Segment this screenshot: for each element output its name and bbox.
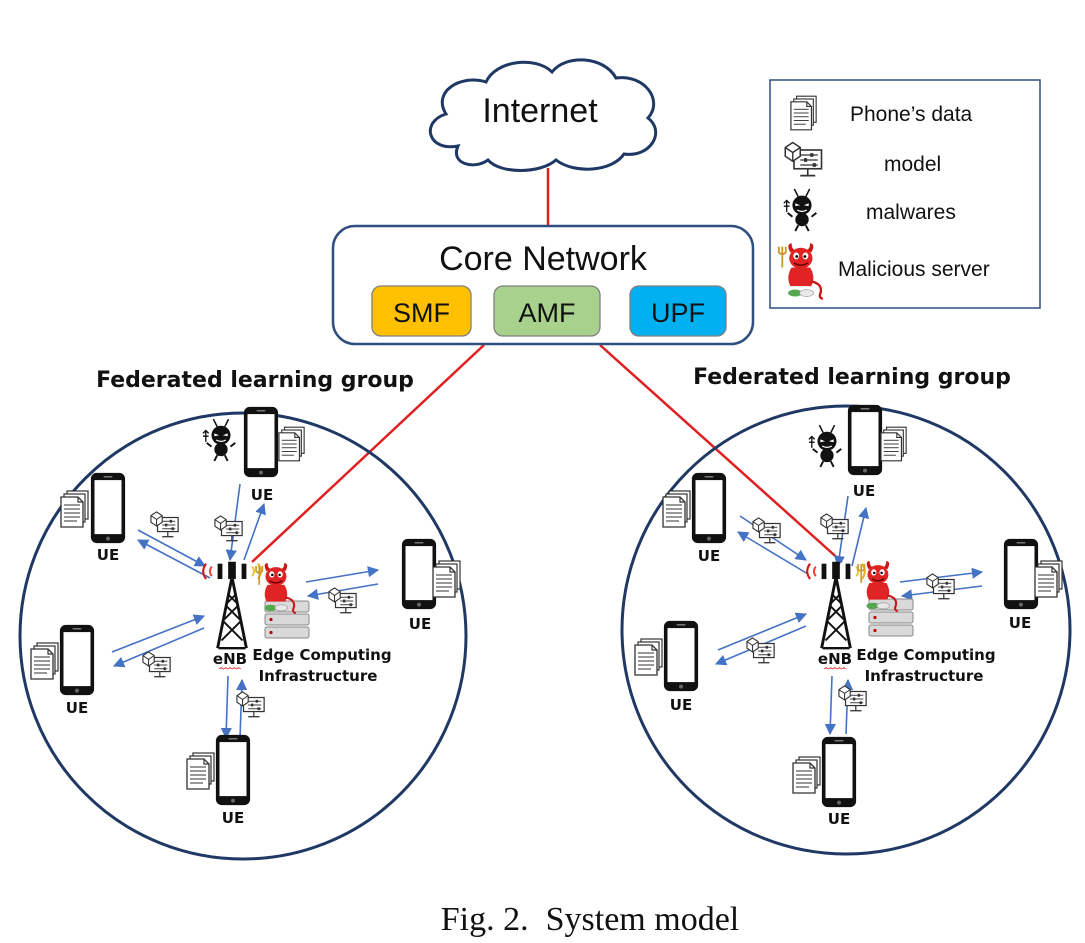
ue-label: UE <box>670 696 692 714</box>
enb-label: eNB <box>818 650 852 668</box>
core-function-amf: AMF <box>493 285 601 337</box>
phone-icon <box>401 538 437 610</box>
malware-icon <box>202 418 237 462</box>
group-boundary-right <box>620 404 1072 856</box>
fl-group-right: Federated learning group UE UE UE <box>620 365 1072 856</box>
ue-label: UE <box>1009 614 1031 632</box>
ue-label: UE <box>828 810 850 828</box>
figure-caption: Fig. 2. System model <box>441 901 739 938</box>
phone-icon <box>691 472 727 544</box>
edge-label-line2: Infrastructure <box>259 667 378 685</box>
document-icon <box>880 426 907 462</box>
base-station-icon <box>805 560 867 650</box>
document-icon <box>60 490 89 528</box>
edge-label-line1: Edge Computing <box>856 646 995 664</box>
phone-icon <box>663 620 699 692</box>
phone-icon <box>215 734 251 806</box>
document-icon <box>662 490 691 528</box>
malware-icon <box>808 424 843 468</box>
core-function-upf: UPF <box>629 285 727 337</box>
model-icon <box>214 515 243 542</box>
document-icon <box>792 756 821 794</box>
model-icon <box>838 685 867 712</box>
phone-icon <box>1003 538 1039 610</box>
core-network-title: Core Network <box>439 240 648 278</box>
ue-label: UE <box>698 547 720 565</box>
backhaul-links <box>251 168 843 563</box>
phone-icon <box>243 406 279 478</box>
phone-icon <box>90 472 126 544</box>
group-boundary-left <box>18 411 468 861</box>
legend-label-malwares: malwares <box>866 201 956 224</box>
ue-label: UE <box>853 482 875 500</box>
ue-label: UE <box>251 486 273 504</box>
document-icon <box>790 95 817 131</box>
legend-label-phone-data: Phone’s data <box>850 103 973 126</box>
upf-label: UPF <box>651 298 705 328</box>
update-arrows-left <box>111 483 380 740</box>
model-icon <box>752 517 781 544</box>
edge-label-line1: Edge Computing <box>252 646 391 664</box>
internet-label: Internet <box>482 92 598 130</box>
core-left-enb-link <box>251 344 485 563</box>
group-title-left: Federated learning group <box>96 368 414 393</box>
ue-label: UE <box>409 615 431 633</box>
document-icon <box>186 752 215 790</box>
document-icon <box>432 560 461 598</box>
core-function-smf: SMF <box>371 285 472 337</box>
phone-icon <box>821 736 857 808</box>
legend-label-model: model <box>884 153 941 176</box>
model-icon <box>820 513 849 540</box>
core-right-enb-link <box>599 344 843 563</box>
ue-label: UE <box>222 809 244 827</box>
model-icon <box>328 587 357 614</box>
smf-label: SMF <box>393 298 450 328</box>
legend-label-malicious-server: Malicious server <box>838 258 990 281</box>
amf-label: AMF <box>519 298 576 328</box>
model-icon <box>142 651 171 678</box>
enb-label: eNB <box>213 650 247 668</box>
document-icon <box>1034 560 1063 598</box>
document-icon <box>634 638 663 676</box>
ue-label: UE <box>97 546 119 564</box>
document-icon <box>278 426 305 462</box>
internet-cloud: Internet <box>428 58 658 172</box>
ue-label: UE <box>66 699 88 717</box>
document-icon <box>30 642 59 680</box>
edge-label-line2: Infrastructure <box>865 667 984 685</box>
model-icon <box>150 511 179 538</box>
phone-icon <box>847 404 883 476</box>
phone-icon <box>59 624 95 696</box>
core-network-box: Core Network SMF AMF UPF <box>331 224 755 346</box>
legend: Phone’s data model malwares Malicious se… <box>769 79 1041 309</box>
group-title-right: Federated learning group <box>693 365 1011 390</box>
fl-group-left: Federated learning group UE UE <box>18 368 468 861</box>
base-station-icon <box>201 560 263 650</box>
